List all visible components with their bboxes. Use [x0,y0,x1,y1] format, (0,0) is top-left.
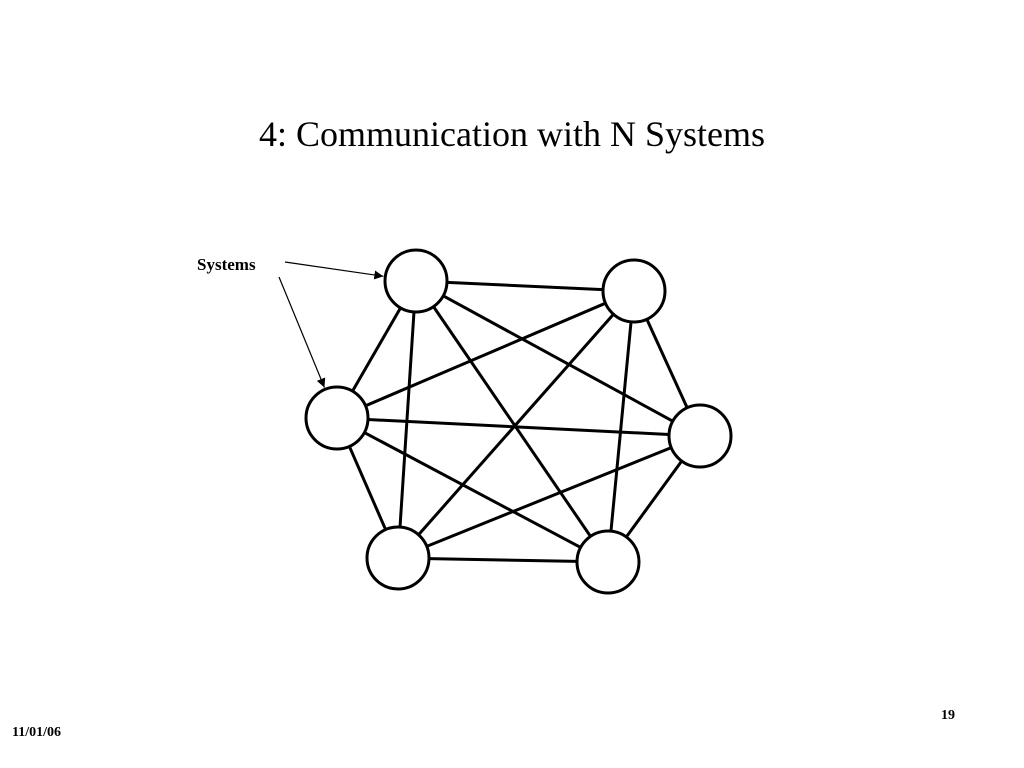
edge-n5-n6 [428,557,578,563]
edge-n3-n6 [363,431,582,549]
edge-n2-n6 [609,321,633,532]
system-node-n3 [304,385,370,451]
page-number: 19 [941,708,955,723]
slide-title: 4: Communication with N Systems [258,114,765,154]
footer-date: 11/01/06 [12,725,62,740]
edge-n2-n3 [364,301,607,408]
edges-layer [348,280,689,563]
system-node-n1 [383,248,449,314]
edge-n1-n5 [398,311,416,528]
edge-n3-n5 [348,445,387,531]
system-node-n4 [667,403,733,469]
edge-n3-n4 [367,418,670,436]
nodes-layer [304,248,733,595]
callout-arrows [278,261,384,388]
edge-n1-n2 [446,280,604,292]
systems-callout-label: Systems [197,255,256,274]
system-node-n5 [365,525,431,591]
edge-n1-n4 [442,294,674,423]
edge-n1-n6 [432,305,592,538]
system-node-n2 [601,258,667,324]
edge-n1-n3 [351,307,402,392]
edge-n2-n4 [645,318,689,409]
callout-arrow-n1 [284,261,384,280]
edge-n2-n5 [417,313,615,536]
callout-arrow-n3 [278,276,326,388]
edge-n4-n5 [426,446,672,548]
system-node-n6 [575,529,641,595]
edge-n4-n6 [625,460,683,538]
